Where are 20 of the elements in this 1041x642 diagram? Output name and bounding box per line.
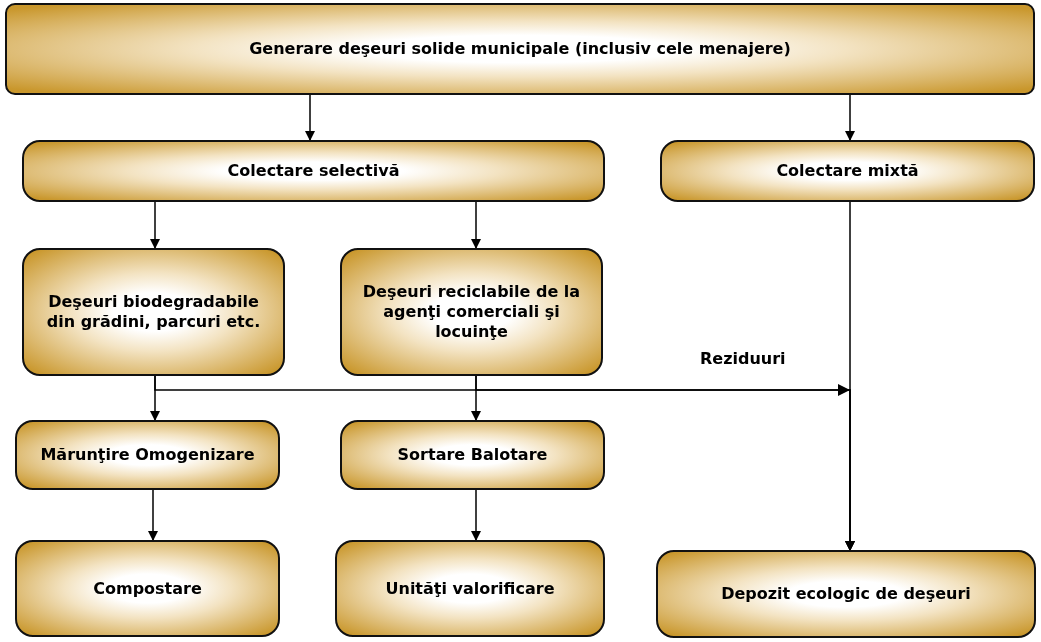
process-box [15, 540, 280, 637]
box-label: Deşeuri reciclabile de la agenţi comerciali şi locuinţe [361, 282, 582, 342]
process-box [656, 550, 1036, 638]
process-box [340, 420, 605, 490]
box-label: Compostare [93, 578, 202, 599]
box-label: Sortare Balotare [397, 445, 548, 465]
box-label: Deşeuri biodegradabile din grădini, parcuri etc. [45, 292, 262, 332]
box-label: Depozit ecologic de deşeuri [721, 584, 971, 604]
box-label: Mărunţire Omogenizare [40, 445, 255, 465]
process-box [660, 140, 1035, 202]
process-box [5, 3, 1035, 95]
box-label: Generare deşeuri solide municipale (inclusiv cele menajere) [249, 39, 791, 59]
process-box [22, 140, 605, 202]
process-box [22, 248, 285, 376]
box-label: Colectare selectivă [227, 161, 400, 181]
box-label: Colectare mixtă [776, 161, 919, 181]
process-box [335, 540, 605, 637]
box-label: Unităţi valorificare [385, 578, 555, 599]
process-box [15, 420, 280, 490]
process-box [340, 248, 603, 376]
